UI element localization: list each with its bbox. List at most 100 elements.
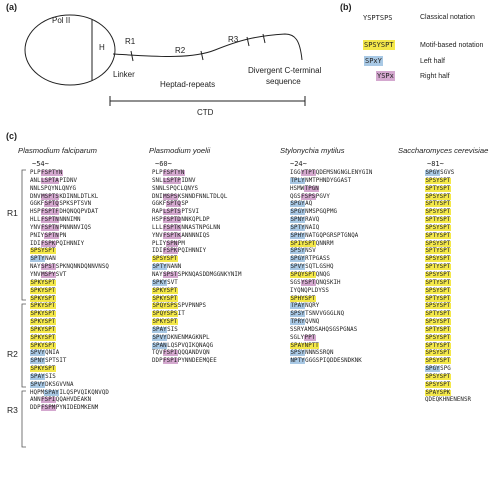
motif-highlight: SPKYSPT: [152, 295, 178, 302]
right-half-highlight: FSPTYN: [40, 170, 63, 176]
motif-highlight: SPTYSPT: [425, 232, 451, 239]
bracket-r3: [21, 390, 26, 448]
sequence-line: SPSYSPT: [425, 271, 471, 280]
motif-highlight: SPSYSPT: [30, 248, 56, 255]
sequence-segment: SGLY: [290, 334, 305, 341]
sequence-line: SPTYSPT: [425, 279, 471, 288]
sequence-segment: DNI: [152, 193, 163, 200]
sequence-line: SPKYSPT: [152, 319, 242, 327]
tick-r2: [200, 50, 204, 61]
sequence-segment: SSRYAMDSAHQSGSPGNAS: [290, 326, 358, 333]
motif-text: Motif-based notation: [420, 42, 484, 49]
right-seq-swatch: YSPx: [376, 71, 395, 81]
column-title-s-mytilus: Stylonychia mytilus: [280, 146, 345, 155]
column-title-p-falciparum: Plasmodium falciparum: [18, 146, 97, 155]
pol-ii-label: Pol II: [52, 16, 71, 25]
sequence-segment: PIDNV: [59, 177, 78, 184]
sequence-segment: PLP: [30, 170, 41, 176]
right-half-highlight: SPST: [40, 264, 56, 271]
left-half-highlight: SPGY: [290, 201, 306, 208]
sequence-segment: SPKNQASDDMGGNKYNIM: [177, 271, 242, 278]
sequence-line: YNVFSPTNPNNNNVIQS: [30, 224, 109, 233]
sequence-segment: NAN: [45, 256, 56, 263]
sequence-line: TPAYNQRY: [290, 303, 372, 311]
left-half-highlight: SPNY: [290, 217, 306, 224]
sequence-segment: QQAHVDEAKN: [55, 397, 92, 404]
sequence-line: SGLYPPT: [290, 334, 372, 343]
sequence-line: SPAYSIS: [30, 373, 109, 382]
panel-a-label: (a): [6, 2, 17, 12]
motif-highlight: SPKYSPT: [152, 287, 178, 294]
sequence-line: SPVYSQTLGSHQ: [290, 264, 372, 272]
sequence-segment: GGKF: [152, 201, 167, 208]
right-half-highlight: LSPTS: [162, 209, 182, 216]
sequence-line: HSMWTPGN: [290, 185, 372, 194]
sequence-line: SPSYNSV: [290, 248, 372, 256]
right-half-highlight: FSPTN: [40, 224, 60, 231]
right-half-highlight: FSPTN: [40, 217, 60, 224]
sequence-segment: SNL: [152, 177, 163, 184]
sequence-segment: PNIY: [30, 232, 45, 239]
motif-highlight: SPSYSPT: [425, 240, 451, 247]
region-brackets: [21, 169, 26, 448]
sequence-line: SPSYSPT: [425, 209, 471, 217]
ctd-label: CTD: [197, 108, 214, 117]
sequence-line: SPKYSPT: [30, 303, 109, 311]
sequence-segment: PLIY: [152, 240, 167, 247]
motif-highlight: SPAYSPK: [425, 389, 451, 396]
sequence-line: SPAYNPTT: [290, 342, 372, 351]
ctd-schematic: [24, 14, 306, 106]
sequence-line: DDPFSPMPYNIDEDMKENM: [30, 405, 109, 413]
sequence-segment: HLL: [30, 217, 41, 224]
sequence-segment: NNKQPLDP: [181, 217, 210, 224]
sequence-line: SPHYSPT: [290, 295, 372, 304]
sequence-segment: KDINNLDTLKL: [59, 193, 99, 200]
sequence-segment: QDEMSNGNGLENYGIN: [315, 170, 373, 176]
panel-c-label: (c): [6, 131, 17, 141]
right-half-highlight: TPGN: [304, 185, 320, 192]
sequence-line: SPKYSPT: [152, 295, 242, 304]
motif-highlight: SPSYSPT: [425, 303, 451, 310]
sequence-segment: TSNVVGGGLNQ: [305, 311, 345, 318]
sequence-segment: QNQSKIH: [315, 279, 341, 286]
left-half-highlight: SPTY: [30, 256, 46, 263]
sequence-line: GGKFSPTQSPKSPTSVN: [30, 201, 109, 209]
right-half-highlight: LSPTP: [162, 177, 182, 184]
right-half-highlight: FSPI: [162, 350, 178, 357]
motif-highlight: SPSYSPT: [425, 358, 451, 365]
left-half-highlight: SPTY: [290, 224, 306, 231]
sequence-segment: NNLSPQYNLQNYG: [30, 185, 77, 192]
sequence-segment: NMSPGQPMG: [305, 209, 338, 216]
sequence-line: RAPLSPTSPTSVI: [152, 209, 242, 217]
left-half-highlight: TPAY: [290, 303, 306, 310]
sequence-segment: DKNENMAGKNPL: [167, 334, 210, 341]
motif-highlight: SPSYSPT: [425, 177, 451, 184]
sequence-segment: SNNLSPQCLQNYS: [152, 185, 199, 192]
sequence-segment: NATGQPGRSPTGNQA: [305, 232, 359, 239]
sequence-segment: DKSGVVNA: [45, 381, 74, 388]
sequence-line: SPKYSVT: [152, 279, 242, 288]
left-half-highlight: SPAN: [152, 342, 168, 349]
motif-highlight: SPKYSPT: [30, 303, 56, 310]
sequence-segment: YNV: [30, 271, 41, 278]
sequence-segment: PNNNNVIQS: [59, 224, 92, 231]
sequence-line: TQVFSPIQQQANDVQN: [152, 350, 242, 358]
sequence-line: PLPFSPTYN: [152, 170, 242, 178]
sequence-line: TPRYQVNQ: [290, 319, 372, 327]
sequence-line: SPTYSPT: [425, 342, 471, 351]
sequence-segment: HSP: [30, 209, 41, 216]
sequence-line: SPSYSPT: [425, 240, 471, 249]
sequence-line: SPGYAQ: [290, 201, 372, 209]
sequence-segment: NQRY: [305, 303, 320, 310]
left-half-highlight: SPAY: [30, 373, 46, 380]
sequence-line: SSRYAMDSAHQSGSPGNAS: [290, 327, 372, 335]
sequence-line: SPQYSPSSPVPNNPS: [152, 303, 242, 311]
sequence-line: QDEQKHNENENSR: [425, 397, 471, 405]
sequence-segment: HQPM: [30, 389, 45, 396]
motif-highlight: SPIYSPT: [290, 240, 316, 247]
motif-highlight: SPTYSPT: [425, 248, 451, 255]
motif-highlight: SPTYSPT: [425, 264, 451, 271]
sequence-segment: IDNV: [181, 177, 196, 184]
divergent-label-1: Divergent C-terminal: [248, 66, 322, 75]
region-r2-label: R2: [7, 349, 18, 359]
